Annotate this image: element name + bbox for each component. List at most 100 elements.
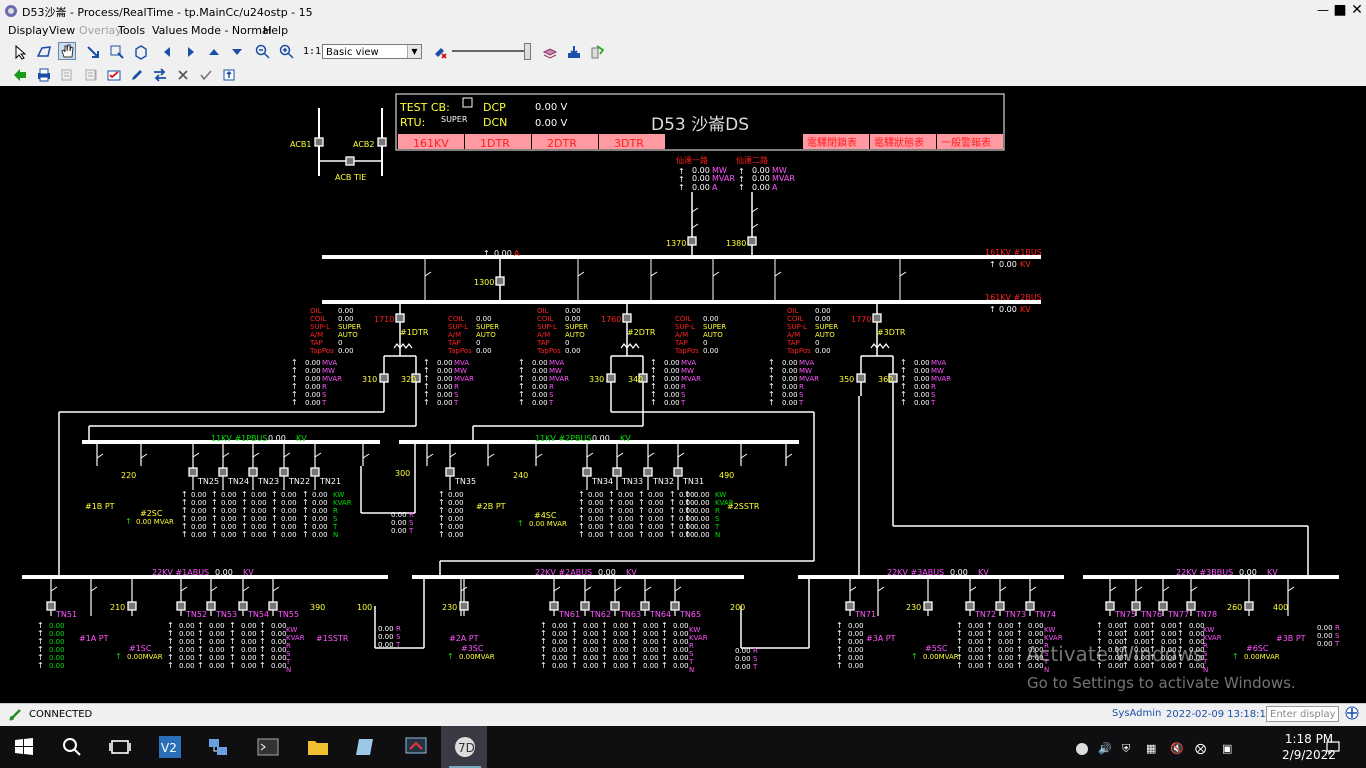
menu-values[interactable]: Values bbox=[152, 24, 188, 37]
back-arrow-icon[interactable] bbox=[12, 67, 28, 83]
feeder-breaker[interactable] bbox=[310, 467, 320, 477]
acb2-breaker[interactable] bbox=[377, 137, 387, 147]
declutter-slider-thumb[interactable] bbox=[524, 43, 531, 60]
box-icon[interactable] bbox=[133, 44, 149, 60]
incoming-breaker-1[interactable] bbox=[747, 236, 757, 246]
popup-icon[interactable] bbox=[221, 67, 237, 83]
sc-breaker[interactable] bbox=[1244, 601, 1254, 611]
feeder22-breaker[interactable] bbox=[845, 601, 855, 611]
feeder22-breaker[interactable] bbox=[238, 601, 248, 611]
feeder22-breaker[interactable] bbox=[1105, 601, 1115, 611]
print-icon[interactable] bbox=[36, 67, 52, 83]
taskbar-clock[interactable]: 1:18 PM 2/9/2022 bbox=[1282, 731, 1336, 763]
select-pointer-icon[interactable] bbox=[12, 44, 28, 60]
pan-area-icon[interactable] bbox=[36, 44, 52, 60]
sc-breaker[interactable] bbox=[127, 601, 137, 611]
transformer-hv-breaker-0[interactable] bbox=[395, 313, 405, 323]
display-nav-icon[interactable] bbox=[1345, 706, 1359, 720]
network-icon[interactable]: ▦ bbox=[1146, 742, 1157, 755]
lv-breaker-b-0[interactable] bbox=[411, 373, 421, 383]
lv-breaker-a-2[interactable] bbox=[856, 373, 866, 383]
windows-start-icon[interactable] bbox=[12, 735, 36, 759]
nav-up-icon[interactable] bbox=[206, 44, 222, 60]
menu-tools[interactable]: Tools bbox=[118, 24, 146, 37]
tab-1dtr[interactable]: 1DTR bbox=[480, 137, 510, 150]
zoom-in-icon[interactable] bbox=[279, 44, 295, 60]
feeder-breaker[interactable] bbox=[279, 467, 289, 477]
declutter-icon[interactable] bbox=[432, 44, 448, 60]
mute-icon[interactable]: 🔇 bbox=[1170, 742, 1184, 755]
transformer-hv-breaker-2[interactable] bbox=[872, 313, 882, 323]
scada-app-icon[interactable]: 7D bbox=[453, 735, 477, 759]
feeder-breaker[interactable] bbox=[643, 467, 653, 477]
pencil-icon[interactable] bbox=[129, 67, 145, 83]
feeder22-breaker[interactable] bbox=[580, 601, 590, 611]
recycle-icon[interactable] bbox=[589, 44, 605, 60]
menu-display[interactable]: Display bbox=[8, 24, 49, 37]
declutter-slider-track[interactable] bbox=[452, 50, 530, 52]
report-button-0[interactable]: 電驛閉鎖表 bbox=[807, 136, 857, 149]
feeder-breaker[interactable] bbox=[612, 467, 622, 477]
feeder22-breaker[interactable] bbox=[268, 601, 278, 611]
search-icon[interactable] bbox=[60, 735, 84, 759]
report-button-1[interactable]: 電驛狀態表 bbox=[874, 136, 924, 149]
feeder22-breaker[interactable] bbox=[1158, 601, 1168, 611]
task-view-icon[interactable] bbox=[108, 735, 132, 759]
feeder-breaker[interactable] bbox=[188, 467, 198, 477]
file-explorer-icon[interactable] bbox=[306, 735, 330, 759]
volume-icon[interactable]: 🔊 bbox=[1098, 742, 1112, 755]
close-button[interactable]: ✕ bbox=[1351, 2, 1363, 18]
incoming-breaker-0[interactable] bbox=[687, 236, 697, 246]
layer-icon[interactable] bbox=[542, 44, 558, 60]
terminal-icon[interactable] bbox=[256, 735, 280, 759]
transformer-hv-breaker-1[interactable] bbox=[622, 313, 632, 323]
feeder22-breaker[interactable] bbox=[549, 601, 559, 611]
tab-161kv[interactable]: 161KV bbox=[413, 137, 449, 150]
notepad-icon[interactable] bbox=[354, 735, 378, 759]
tab-161kv-bg[interactable] bbox=[398, 134, 464, 149]
feeder22-breaker[interactable] bbox=[670, 601, 680, 611]
test-cb-indicator[interactable] bbox=[462, 97, 473, 108]
report-button-bg-0[interactable] bbox=[803, 134, 869, 149]
feeder22-breaker[interactable] bbox=[1025, 601, 1035, 611]
feeder22-breaker[interactable] bbox=[1186, 601, 1196, 611]
lv-breaker-b-2[interactable] bbox=[888, 373, 898, 383]
feeder-breaker[interactable] bbox=[582, 467, 592, 477]
zoom-area-icon[interactable] bbox=[109, 44, 125, 60]
tab-3dtr[interactable]: 3DTR bbox=[614, 137, 644, 150]
remote-desktop-icon[interactable] bbox=[404, 735, 428, 759]
feeder22-breaker[interactable] bbox=[995, 601, 1005, 611]
lv-breaker-b-1[interactable] bbox=[638, 373, 648, 383]
menu-mode[interactable]: Mode - Normal bbox=[191, 24, 272, 37]
report-button-bg-2[interactable] bbox=[937, 134, 1003, 149]
nav-right-icon[interactable] bbox=[183, 44, 199, 60]
feeder22-breaker[interactable] bbox=[46, 601, 56, 611]
security-icon[interactable]: ⛨ bbox=[1122, 742, 1131, 755]
lv-breaker-a-0[interactable] bbox=[379, 373, 389, 383]
view-select[interactable]: Basic view▼ bbox=[322, 44, 422, 59]
feeder-breaker[interactable] bbox=[673, 467, 683, 477]
nav-down-icon[interactable] bbox=[229, 44, 245, 60]
notification-icon[interactable] bbox=[1325, 740, 1341, 756]
cancel-x-icon[interactable] bbox=[175, 67, 191, 83]
tab-2dtr[interactable]: 2DTR bbox=[547, 137, 577, 150]
feeder-breaker[interactable] bbox=[248, 467, 258, 477]
minimize-button[interactable]: — bbox=[1317, 3, 1329, 17]
feeder22-breaker[interactable] bbox=[610, 601, 620, 611]
input-method-icon[interactable]: ▣ bbox=[1222, 742, 1233, 755]
tag-disabled2-icon[interactable] bbox=[83, 67, 99, 83]
feeder-breaker[interactable] bbox=[218, 467, 228, 477]
menu-overlay[interactable]: Overlay bbox=[79, 24, 122, 37]
vmware-icon[interactable]: V2 bbox=[158, 735, 182, 759]
close-circle-icon[interactable]: ⨂ bbox=[1195, 742, 1206, 755]
feeder22-breaker[interactable] bbox=[206, 601, 216, 611]
zoom-out-icon[interactable] bbox=[255, 44, 271, 60]
feeder22-breaker[interactable] bbox=[1131, 601, 1141, 611]
network-app-icon[interactable] bbox=[206, 735, 230, 759]
acb-tie-breaker[interactable] bbox=[345, 156, 355, 166]
download-icon[interactable] bbox=[566, 44, 582, 60]
arrow-diag-icon[interactable] bbox=[85, 44, 101, 60]
swap-icon[interactable] bbox=[152, 67, 168, 83]
report-button-2[interactable]: 一般警報表 bbox=[941, 136, 991, 149]
confirm-check-icon[interactable] bbox=[198, 67, 214, 83]
